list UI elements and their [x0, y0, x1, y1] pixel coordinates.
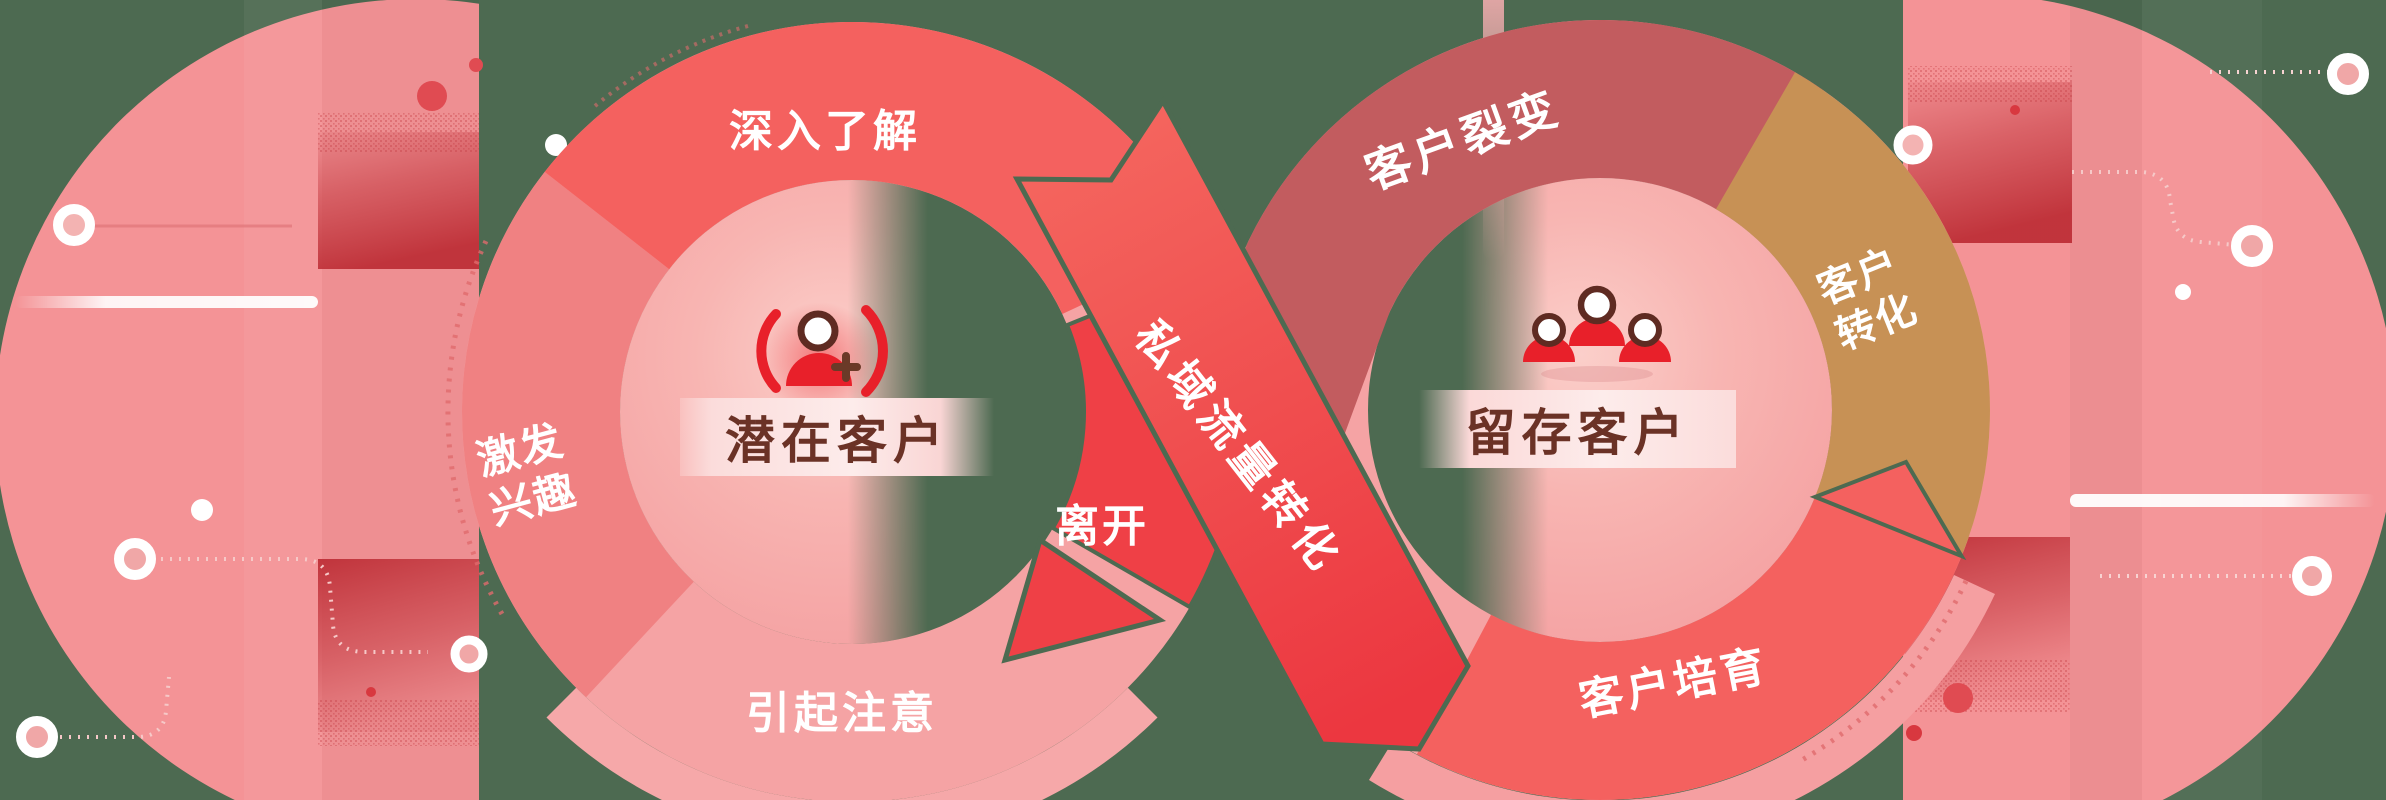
stage-label-attract-attention: 引起注意: [746, 689, 938, 739]
nurturing-arrow-tip: [1809, 459, 1967, 561]
person-body: [1523, 336, 1575, 362]
texture-rect: [318, 132, 479, 269]
stage-arc-spark-interest: [462, 171, 694, 698]
dashed-arc: [1800, 579, 1969, 763]
red-dot: [2010, 105, 2020, 115]
right-center-banner: 留存客户: [1419, 390, 1736, 468]
users-group-icon: [1523, 285, 1671, 382]
white-dot-icon: [191, 499, 213, 521]
white-bar: [2070, 494, 2375, 507]
right-background-blob: [1903, 0, 2386, 800]
right-center-label: 留存客户: [1465, 405, 1690, 461]
person-body: [1619, 336, 1671, 362]
ring-dot-icon: [2292, 556, 2332, 596]
connector-band: [1012, 96, 1471, 752]
red-dot: [366, 687, 376, 697]
person-head: [1532, 313, 1566, 347]
dashed-arc: [593, 24, 749, 108]
leave-arrow-tip: [1001, 536, 1167, 664]
left-center-label: 潜在客户: [725, 413, 949, 469]
left-center-banner: 潜在客户: [680, 398, 994, 476]
ring-dot-icon: [114, 538, 156, 580]
ring-dot-icon: [16, 716, 58, 758]
red-dot: [1906, 725, 1922, 741]
white-bar: [15, 296, 318, 308]
red-dot: [469, 58, 483, 72]
person-body: [786, 353, 852, 386]
stage-arc-customer-nurturing: [1416, 496, 1962, 800]
person-body: [1569, 318, 1625, 346]
white-dot-icon: [545, 134, 567, 156]
dotted-connector: [60, 676, 171, 739]
left-decorations: [15, 58, 569, 758]
red-dot: [1943, 683, 1973, 713]
left-outer-rim: [546, 687, 1158, 800]
red-dot: [417, 81, 447, 111]
left-bracket: [756, 309, 781, 393]
right-bracket: [861, 305, 888, 397]
person-head: [1577, 285, 1617, 325]
add-user-icon: [756, 302, 888, 418]
ring-dot-icon: [53, 204, 95, 246]
person-head: [1628, 313, 1662, 347]
ring-dot-icon: [1893, 125, 1933, 165]
ring-dot-icon: [450, 635, 488, 673]
stage-arc-deep-understanding: [544, 22, 1206, 314]
stage-label-deep-understanding: 深入了解: [729, 107, 921, 157]
right-outer-rim: [1369, 575, 1995, 800]
stage-label-leave: 离开: [1055, 502, 1149, 552]
left-background-blob: [0, 0, 479, 800]
ring-dot-icon: [2327, 53, 2369, 95]
plus-icon: [831, 352, 861, 382]
person-head: [797, 310, 839, 352]
ring-dot-icon: [2231, 225, 2273, 267]
stage-arc-customer-conversion: [1716, 72, 1990, 557]
white-dot-icon: [2175, 284, 2191, 300]
stage-arc-customer-fission: [1201, 19, 1824, 460]
